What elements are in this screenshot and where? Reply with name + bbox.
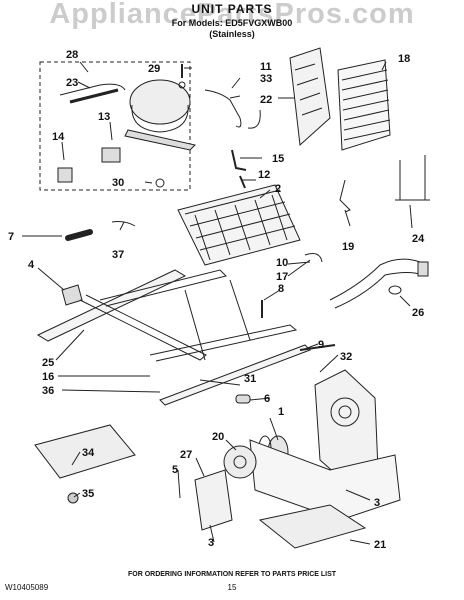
callout-17: 17 xyxy=(276,271,288,283)
callout-4: 4 xyxy=(28,259,35,271)
callout-37: 37 xyxy=(112,249,124,261)
part-capacitor xyxy=(101,147,121,163)
callout-5: 5 xyxy=(172,464,178,476)
part-drain-pan xyxy=(258,504,367,549)
callout-34: 34 xyxy=(82,447,95,459)
callout-31: 31 xyxy=(244,373,256,385)
model-numbers: For Models: ED5FVGXWB00 xyxy=(171,18,293,28)
callout-35: 35 xyxy=(82,488,94,500)
part-insulation-pad xyxy=(34,424,136,479)
document-number: W10405089 xyxy=(5,583,49,592)
part-start-relay xyxy=(69,88,119,104)
callout-26: 26 xyxy=(412,307,424,319)
part-grommet xyxy=(155,178,165,188)
part-compressor xyxy=(124,79,196,151)
callout-29: 29 xyxy=(148,63,160,75)
callout-14: 14 xyxy=(52,131,65,143)
callout-36: 36 xyxy=(42,385,54,397)
callout-18: 18 xyxy=(398,53,410,65)
callout-25: 25 xyxy=(42,357,54,369)
callout-11: 11 xyxy=(260,61,272,73)
callout-27: 27 xyxy=(180,449,192,461)
callout-1: 1 xyxy=(278,406,284,418)
part-bracket-19 xyxy=(339,179,351,213)
part-motor-bracket xyxy=(194,469,233,531)
callout-30: 30 xyxy=(112,177,124,189)
part-overload-cable xyxy=(59,83,126,96)
finish-label: (Stainless) xyxy=(209,29,255,39)
callout-32: 32 xyxy=(340,351,352,363)
callout-24: 24 xyxy=(412,233,425,245)
callout-2: 2 xyxy=(275,183,281,195)
part-wire-harness xyxy=(329,258,429,309)
callout-6: 6 xyxy=(264,393,270,405)
callout-10: 10 xyxy=(276,257,288,269)
part-tube-15 xyxy=(231,149,247,171)
part-condenser xyxy=(337,59,391,151)
callout-9: 9 xyxy=(318,339,324,351)
part-thermistors xyxy=(395,155,430,201)
part-fan-housing xyxy=(314,369,379,483)
callout-28: 28 xyxy=(66,49,78,61)
callout-15: 15 xyxy=(272,153,284,165)
callout-16: 16 xyxy=(42,371,54,383)
part-tube-11 xyxy=(204,89,242,128)
callout-22: 22 xyxy=(260,94,272,106)
part-rails xyxy=(36,269,311,406)
part-relay xyxy=(57,167,73,183)
part-fan-motor xyxy=(223,445,257,479)
callout-3b: 3 xyxy=(208,537,214,549)
part-condenser-shroud xyxy=(289,47,331,147)
callout-33: 33 xyxy=(260,73,272,85)
page-number: 15 xyxy=(227,583,237,592)
callout-7: 7 xyxy=(8,231,14,243)
page-title: UNIT PARTS xyxy=(191,2,273,16)
callout-13: 13 xyxy=(98,111,110,123)
callout-8: 8 xyxy=(278,283,284,295)
watermark: AppliancePartsPros.com xyxy=(49,0,415,30)
callout-21: 21 xyxy=(374,539,386,551)
callout-19: 19 xyxy=(342,241,354,253)
callout-23: 23 xyxy=(66,77,78,89)
callout-3: 3 xyxy=(374,497,380,509)
compressor-group-box xyxy=(39,61,191,191)
ordering-notice: FOR ORDERING INFORMATION REFER TO PARTS … xyxy=(127,571,337,578)
part-plug-7 xyxy=(65,229,93,241)
callout-12: 12 xyxy=(258,169,270,181)
callout-20: 20 xyxy=(212,431,224,443)
part-evaporator xyxy=(177,184,301,266)
part-grommet-6 xyxy=(235,394,251,404)
